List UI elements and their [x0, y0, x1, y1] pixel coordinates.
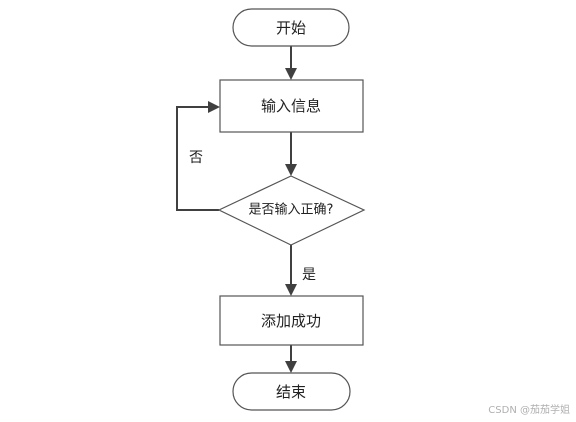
end-node-label: 结束: [276, 383, 306, 401]
input-info-label: 输入信息: [261, 97, 321, 115]
decision-label: 是否输入正确?: [249, 202, 334, 218]
edge-input-to-decision: [285, 132, 297, 176]
start-node: 开始: [232, 8, 350, 47]
edge-label-yes: 是: [302, 267, 316, 283]
decision-node: 是否输入正确?: [217, 175, 366, 246]
success-label: 添加成功: [261, 312, 321, 330]
success-node: 添加成功: [219, 295, 364, 346]
watermark-text: CSDN @茄茄学姐: [488, 405, 570, 416]
end-node: 结束: [232, 372, 351, 411]
input-info-node: 输入信息: [219, 79, 364, 133]
edge-success-to-end: [285, 345, 297, 373]
edge-start-to-input: [285, 46, 297, 80]
edge-decision-to-success: [285, 245, 297, 296]
start-node-label: 开始: [276, 19, 306, 37]
edge-label-no: 否: [189, 150, 203, 166]
edge-decision-loop-to-input: [176, 101, 220, 211]
